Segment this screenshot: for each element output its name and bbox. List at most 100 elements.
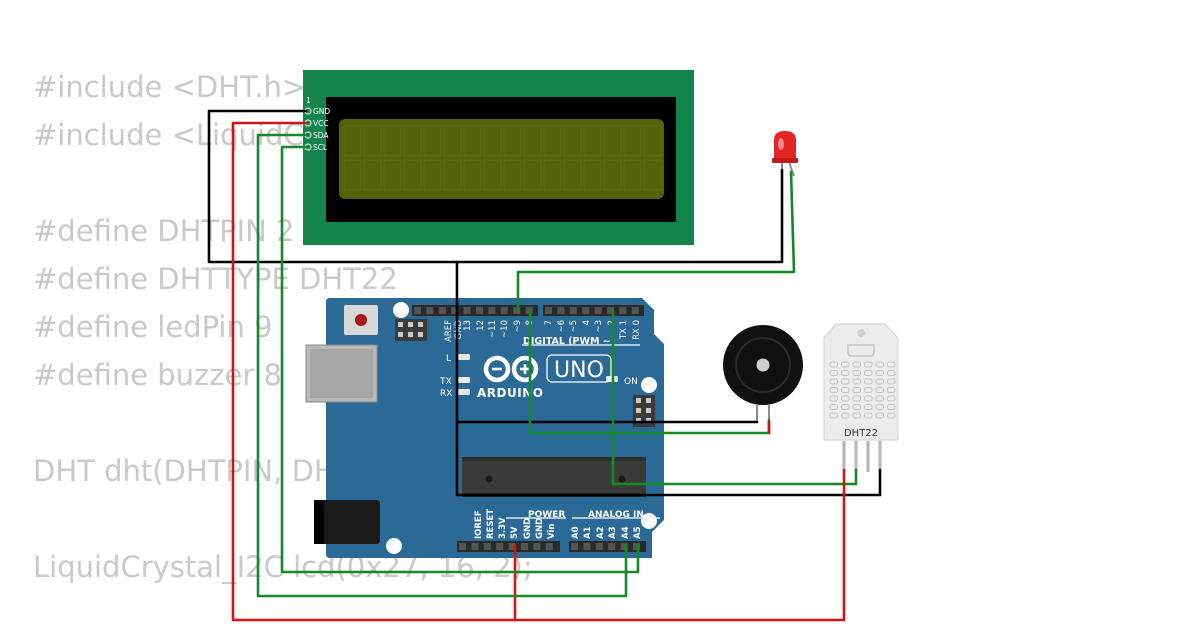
icsp-pin [408, 322, 413, 327]
header-pin[interactable] [594, 307, 602, 314]
analog-pin-label: A0 [571, 526, 581, 539]
analog-header-label: ANALOG IN [588, 510, 644, 520]
header-pin[interactable] [533, 543, 541, 550]
lcd-pin-label: SCL [313, 143, 328, 152]
header-pin[interactable] [476, 307, 483, 314]
header-pin[interactable] [459, 543, 466, 550]
header-pin[interactable] [513, 307, 521, 314]
dht22-vent [829, 370, 838, 376]
header-pin[interactable] [471, 543, 479, 550]
header-pin[interactable] [595, 543, 603, 550]
lcd-pin-label: SDA [313, 131, 329, 140]
wire-lcd-scl[interactable] [280, 145, 640, 574]
header-pin[interactable] [545, 307, 552, 314]
header-pin[interactable] [619, 307, 627, 314]
dht22-vent [887, 361, 896, 368]
code-line: #define buzzer 8 [33, 358, 282, 392]
header-pin[interactable] [496, 543, 504, 550]
dht22-vent [841, 387, 850, 393]
icsp-header [395, 319, 427, 341]
header-pin[interactable] [508, 543, 516, 550]
lcd-cell [543, 125, 562, 157]
led-label: RX [440, 389, 452, 399]
lcd-cell [343, 125, 362, 157]
code-line: #include <DHT.h> [33, 70, 307, 104]
header-pin[interactable] [545, 543, 553, 550]
header-pin[interactable] [633, 543, 640, 550]
buzzer-ring [735, 337, 791, 393]
header-pin[interactable] [463, 307, 471, 314]
wire-gnd-dht[interactable] [455, 420, 882, 497]
lcd-screen [339, 119, 664, 199]
header-pin[interactable] [483, 543, 491, 550]
dht22-vent [864, 395, 873, 402]
header-pin[interactable] [583, 543, 591, 550]
header-pin[interactable] [582, 307, 590, 314]
dht22-vent-grid [829, 361, 896, 419]
digital-header[interactable] [412, 305, 644, 316]
lcd-cell [463, 159, 482, 191]
header-pin[interactable] [521, 543, 528, 550]
lcd-cell [483, 125, 502, 157]
led-rim [772, 158, 798, 163]
power-header[interactable] [457, 541, 560, 552]
mounting-hole [386, 538, 402, 554]
arduino-logo: UNO ARDUINO [477, 354, 612, 400]
lcd-cell [643, 125, 662, 157]
header-pin[interactable] [557, 307, 565, 314]
dht22-vent [852, 412, 861, 419]
digital-pin-label: TX 1 [619, 320, 629, 340]
digital-pin-label: ~9 [513, 320, 523, 333]
digital-pin-label: 12 [476, 320, 486, 331]
digital-pin-label: ~5 [569, 320, 579, 333]
header-pin[interactable] [500, 307, 508, 314]
header-pin[interactable] [631, 307, 639, 314]
wires[interactable] [207, 109, 882, 622]
wire-dht-vcc[interactable] [513, 468, 846, 622]
lcd-cell [603, 125, 622, 157]
wire-led-pin9[interactable] [516, 170, 796, 312]
dht22-vent [852, 378, 861, 385]
header-pin[interactable] [607, 307, 614, 314]
buzzer-hole [756, 358, 770, 372]
arduino-logo-text: ARDUINO [477, 386, 543, 400]
lcd-cell [363, 159, 382, 191]
lcd-cell [403, 159, 422, 191]
mounting-hole [641, 513, 657, 529]
red-led[interactable] [772, 131, 798, 177]
digital-pin-label: ~11 [488, 320, 498, 338]
wire-lcd-gnd[interactable] [207, 109, 784, 264]
chip-notch [485, 475, 493, 483]
header-pin[interactable] [620, 543, 628, 550]
dht22-vent [864, 387, 873, 393]
analog-pin-label: A4 [621, 526, 631, 539]
header-pin[interactable] [571, 543, 578, 550]
lcd-cell [383, 125, 402, 157]
header-pin[interactable] [414, 307, 421, 314]
dht22-vent [875, 412, 884, 419]
digital-pin-label: 7 [544, 320, 554, 325]
dht22-vent [875, 387, 884, 393]
buzzer[interactable] [723, 325, 803, 422]
usb-port-inner [310, 349, 373, 398]
dht22-vent [841, 404, 850, 410]
header-pin[interactable] [426, 307, 434, 314]
dht22-vent [864, 361, 873, 368]
analog-header[interactable] [569, 541, 646, 552]
header-pin[interactable] [608, 543, 616, 550]
power-jack-edge [314, 500, 324, 544]
icsp-pin [418, 322, 423, 327]
dht22-sensor[interactable]: DHT22 [823, 323, 899, 472]
header-pin[interactable] [569, 307, 577, 314]
header-pin[interactable] [451, 307, 459, 314]
wire-lcd-sda[interactable] [256, 133, 628, 598]
wire-dht-pin2[interactable] [611, 308, 858, 486]
header-pin[interactable] [488, 307, 496, 314]
header-pin[interactable] [438, 307, 446, 314]
analog-pin-label: A3 [608, 526, 618, 539]
dht22-vent [852, 370, 861, 376]
